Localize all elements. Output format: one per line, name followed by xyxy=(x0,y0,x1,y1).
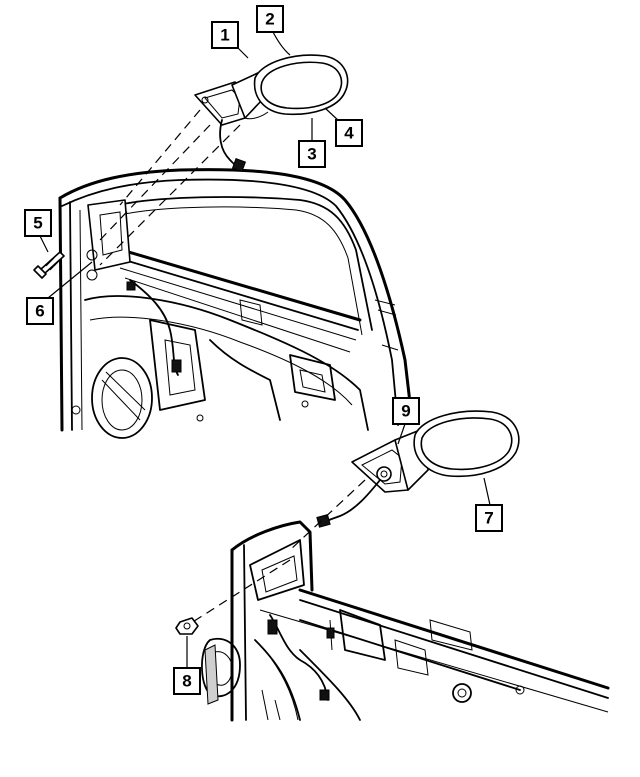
callout-5: 5 xyxy=(24,209,52,237)
svg-text:3: 3 xyxy=(307,145,316,164)
svg-text:8: 8 xyxy=(182,672,191,691)
upper-mirror-assembly xyxy=(194,54,349,173)
leader-2 xyxy=(271,29,291,56)
lower-mirror-assembly xyxy=(316,410,520,528)
bolt-part xyxy=(33,251,65,279)
leader-5 xyxy=(39,235,49,253)
svg-text:7: 7 xyxy=(484,509,493,528)
lower-door-assembly xyxy=(201,520,610,722)
svg-text:5: 5 xyxy=(33,214,42,233)
nut-part xyxy=(175,617,199,635)
leader-9 xyxy=(397,423,406,445)
svg-text:2: 2 xyxy=(265,10,274,29)
install-line-lower-2 xyxy=(187,559,291,626)
svg-text:9: 9 xyxy=(401,402,410,421)
install-line-lower-1 xyxy=(289,479,366,551)
install-line-upper-1 xyxy=(119,109,201,206)
svg-text:1: 1 xyxy=(220,26,229,45)
install-line-upper-3 xyxy=(99,124,241,266)
leader-7 xyxy=(483,477,491,506)
callout-2: 2 xyxy=(256,5,284,33)
callout-4: 4 xyxy=(335,119,363,147)
callout-7: 7 xyxy=(475,504,503,532)
svg-text:4: 4 xyxy=(344,124,354,143)
callout-8: 8 xyxy=(173,667,201,695)
install-line-upper-2 xyxy=(99,124,211,241)
upper-door-assembly xyxy=(58,168,414,439)
callout-6: 6 xyxy=(26,297,54,325)
callout-1: 1 xyxy=(211,21,239,49)
callout-3: 3 xyxy=(298,140,326,168)
svg-text:6: 6 xyxy=(35,302,44,321)
leader-6 xyxy=(47,261,93,299)
callout-9: 9 xyxy=(392,397,420,425)
